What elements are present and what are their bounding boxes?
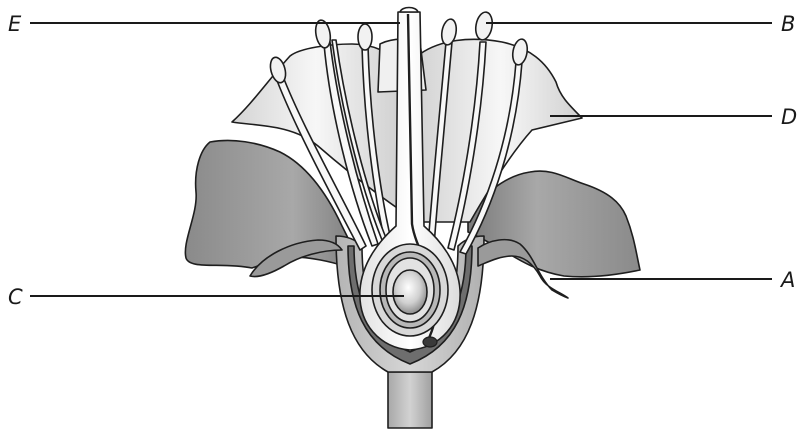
label-b: B [781,12,795,36]
stigma [400,8,418,13]
flower-stalk [388,372,432,428]
label-d: D [781,105,797,129]
egg-cell [393,270,427,314]
pollen-tube-tip [423,337,437,347]
label-e: E [8,12,22,36]
label-c: C [8,285,23,309]
label-a: A [779,268,795,292]
